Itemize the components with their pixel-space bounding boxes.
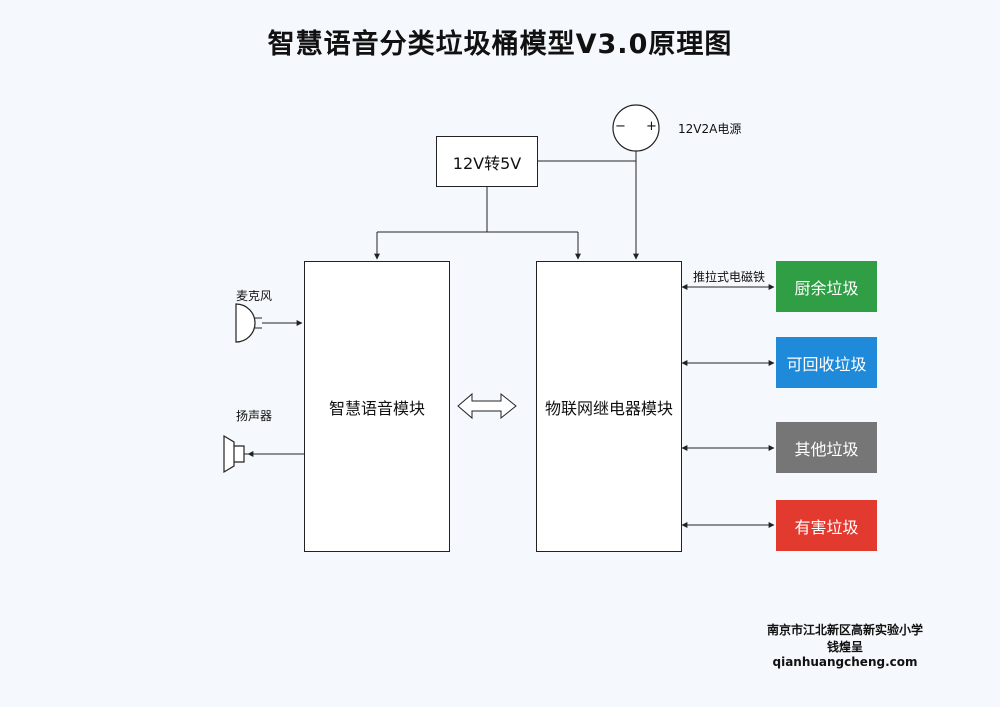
solenoid-label: 推拉式电磁铁 xyxy=(693,270,766,284)
speaker-label: 扬声器 xyxy=(236,409,273,423)
credit-name: 钱煌呈 xyxy=(826,640,863,654)
relay-module-box: 物联网继电器模块 xyxy=(536,261,682,552)
bin-hazardous: 有害垃圾 xyxy=(776,500,877,551)
bin-recyclable: 可回收垃圾 xyxy=(776,337,877,388)
power-minus: − xyxy=(615,119,626,134)
power-plus: + xyxy=(646,119,657,134)
speaker-icon xyxy=(223,434,245,474)
bin-kitchen: 厨余垃圾 xyxy=(776,261,877,312)
microphone-icon xyxy=(235,303,256,343)
voice-module-box: 智慧语音模块 xyxy=(304,261,450,552)
bidirectional-arrow-icon xyxy=(457,392,517,420)
converter-box: 12V转5V xyxy=(436,136,538,187)
page-title: 智慧语音分类垃圾桶模型V3.0原理图 xyxy=(267,29,733,60)
power-label: 12V2A电源 xyxy=(678,122,742,136)
credit-school: 南京市江北新区高新实验小学 xyxy=(766,623,923,637)
credit-site: qianhuangcheng.com xyxy=(772,655,918,669)
microphone-label: 麦克风 xyxy=(236,289,273,303)
bin-other: 其他垃圾 xyxy=(776,422,877,473)
